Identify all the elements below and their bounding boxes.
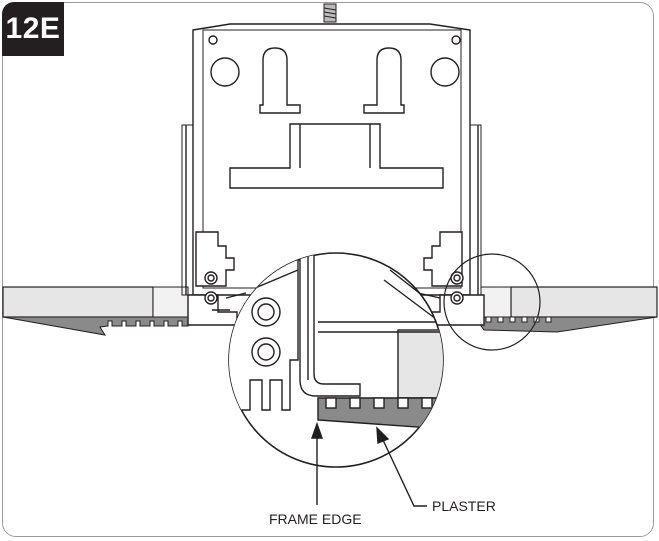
ceiling-board-right: [480, 286, 658, 318]
mounting-frame: [181, 23, 485, 326]
plaster-label: PLASTER: [432, 498, 496, 514]
plaster-keys-right: [485, 316, 552, 323]
detail-callout-circle: [443, 253, 541, 351]
frame-edge-label: FRAME EDGE: [269, 511, 362, 527]
plaster-layer-left: [2, 316, 189, 336]
step-number-badge: 12E: [2, 2, 64, 56]
plaster-layer-right: [480, 316, 658, 333]
frame-edge-leader: [311, 421, 323, 505]
threaded-rod: [323, 3, 337, 23]
plaster-leader: [376, 426, 427, 507]
ceiling-board-left: [2, 286, 189, 318]
